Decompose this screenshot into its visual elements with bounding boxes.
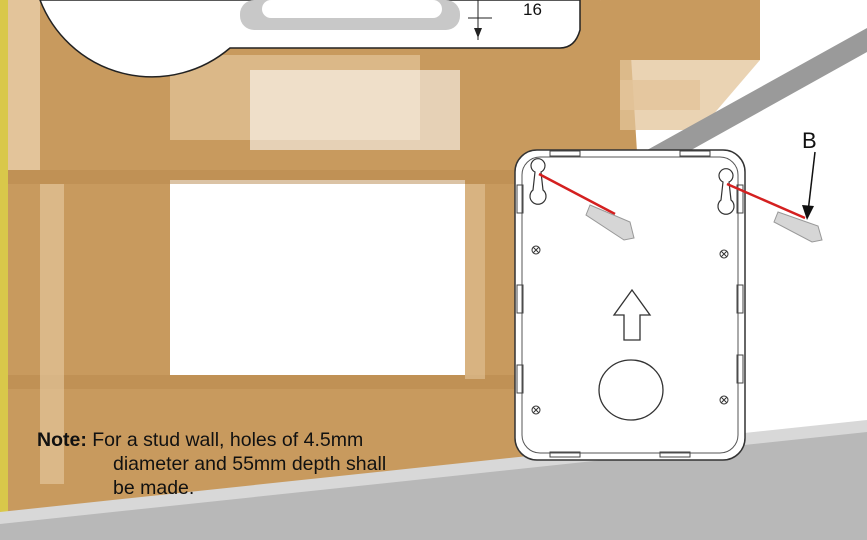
screw-anchor-icon — [585, 204, 823, 243]
callout-arrow-b — [802, 151, 816, 220]
drill-guide-lines — [538, 172, 806, 220]
detail-magnifier — [39, 0, 581, 78]
note-label: Note: — [37, 429, 87, 451]
frame-border — [0, 0, 8, 540]
arrow-up-icon — [612, 288, 652, 341]
note-line-1: For a stud wall, holes of 4.5mm — [92, 429, 364, 451]
dimension-label: 16 — [523, 0, 542, 19]
note-line-2: diameter and 55mm depth shall — [113, 453, 387, 475]
callout-label-b: B — [802, 128, 817, 153]
mounting-plate — [514, 149, 746, 461]
installation-note: Note: For a stud wall, holes of 4.5mm di… — [37, 428, 507, 500]
stud-wall-frame — [8, 0, 760, 520]
frame-opening — [170, 180, 465, 375]
note-line-3: be made. — [113, 477, 195, 499]
